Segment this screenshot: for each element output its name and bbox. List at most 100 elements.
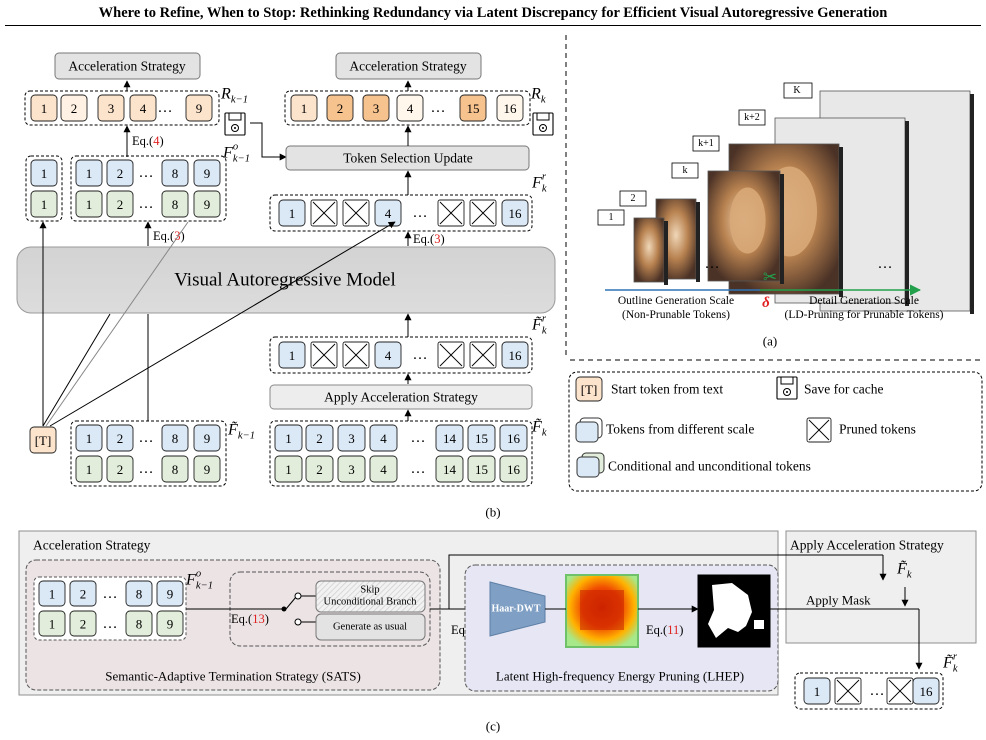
b-token-selection-update-label: Token Selection Update xyxy=(343,151,473,166)
b-fr-pruned-2-x1 xyxy=(344,201,368,225)
a-scale-frame-k-panel xyxy=(707,170,781,282)
paper-title: Where to Refine, When to Stop: Rethinkin… xyxy=(98,5,888,21)
c-ftr-cur-label-main: F̃ xyxy=(942,654,953,672)
legend-scale-back xyxy=(579,417,603,439)
legend-pruned-icon-box xyxy=(806,417,832,443)
a-scale-frame-k+1-tag-label: k+1 xyxy=(698,138,714,149)
b-cache-right-token-15-label: 15 xyxy=(467,101,480,116)
c-output-group xyxy=(794,672,944,710)
b-ftr-token-16-box xyxy=(501,341,529,369)
c-token-blue-1-box xyxy=(38,580,66,607)
b-cache-left-token-9-box xyxy=(185,94,213,122)
c-switch-arm-1 xyxy=(285,596,297,610)
b-ft-cur-ellipsis-1: … xyxy=(411,430,426,446)
b-ft-prev-green-2-label: 2 xyxy=(117,462,124,477)
b-ftr-pruned-1-x2 xyxy=(312,343,336,367)
b-ft-cur-blue-14-box xyxy=(435,424,464,452)
b-ft-prev-green-2-box xyxy=(106,455,134,483)
b-ft-cur-green-2-box xyxy=(305,455,334,483)
legend-scale-front xyxy=(575,421,599,443)
b-ft-prev-blue-1-label: 1 xyxy=(86,431,93,446)
b-ft-cur-blue-16-box xyxy=(499,424,528,452)
b-cache-right-token-4-box xyxy=(396,94,424,122)
legend-cond-front xyxy=(576,456,600,478)
b-cache-left-ellipsis: … xyxy=(158,100,173,116)
b-ft-prev-blue-2-box xyxy=(106,424,134,452)
c-out-token-1-box xyxy=(803,677,831,705)
b-ft-prev-green-9-label: 9 xyxy=(204,462,211,477)
a-scale-frame-k+2-tag-box xyxy=(738,109,766,126)
a-scale-frame-1: 1 xyxy=(597,209,668,285)
b-ftr-pruned-2-x1 xyxy=(344,343,368,367)
b-fo-prev-blue-2-box xyxy=(106,159,134,187)
b-fo-prev-blue-8-label: 8 xyxy=(172,166,179,181)
b-fr-token-4-label: 4 xyxy=(385,206,392,221)
b-fr-pruned-4-x1 xyxy=(471,201,495,225)
c-haar-label: Haar-DWT xyxy=(491,604,540,615)
b-ft-cur-blue-2-label: 2 xyxy=(316,431,323,446)
b-fr-pruned-2-box xyxy=(342,199,370,227)
b-fo-prev-blue-8-box xyxy=(161,159,189,187)
b-ft-prev-green-9-box xyxy=(193,455,221,483)
b-ft-cur-ellipsis-2: … xyxy=(411,461,426,477)
b-visual-autoregressive-model-label: Visual Autoregressive Model xyxy=(174,270,396,291)
c-apply-accel-panel xyxy=(785,530,977,644)
b-ft-cur-blue-16-label: 16 xyxy=(507,431,521,446)
legend-save-icon-body xyxy=(776,376,798,400)
legend-start-token-box-label: [T] xyxy=(581,382,598,397)
legend-pruned-label: Pruned tokens xyxy=(839,422,916,437)
b-ftr-pruned-3-box xyxy=(437,341,465,369)
b-save-icon-right-shutter xyxy=(536,112,550,121)
c-token-blue-2-label: 2 xyxy=(80,587,87,602)
b-cache-right-token-1-label: 1 xyxy=(301,101,308,116)
b-fo-prev-green-8-box xyxy=(161,190,189,218)
a-scale-frame-k+1-cat xyxy=(762,166,817,257)
b-fo-prev-blue-1-label: 1 xyxy=(86,166,93,181)
b-cache-right-token-16-box xyxy=(496,94,524,122)
c-token-blue-1-label: 1 xyxy=(49,587,56,602)
b-save-icon-right-hub xyxy=(542,127,544,129)
b-ft-prev-green-1-label: 1 xyxy=(86,462,93,477)
b-fo-prev-green-9-label: 9 xyxy=(204,197,211,212)
legend-save-label: Save for cache xyxy=(804,382,883,397)
b-ft-cur-blue-4-box xyxy=(369,424,398,452)
b-fo-prev-ellipsis-1: … xyxy=(139,165,154,181)
a-scale-frame-k-tag-box xyxy=(671,162,699,179)
b-line-t-to-fr xyxy=(49,221,396,427)
a-scale-frame-k+1-tag-box xyxy=(692,135,720,152)
b-save-icon-right-body xyxy=(532,112,554,136)
b-fr-ellipsis: … xyxy=(413,205,428,221)
b-fr-pruned-2-x2 xyxy=(344,201,368,225)
b-ft-cur-green-14-label: 14 xyxy=(443,462,457,477)
c-token-green-8-label: 8 xyxy=(136,617,143,632)
c-ft-cur-label-main: F̃ xyxy=(896,560,907,578)
b-cache-left-token-3-label: 3 xyxy=(108,101,115,116)
c-sats-box xyxy=(25,559,441,691)
b-accel-strategy-right-label: Acceleration Strategy xyxy=(349,59,467,74)
legend-cond-label: Conditional and unconditional tokens xyxy=(608,459,811,474)
b-ftr-token-16-label: 16 xyxy=(509,348,523,363)
c-tokens-group xyxy=(33,576,187,641)
c-out-pruned-1-box xyxy=(834,677,862,705)
c-heatmap xyxy=(565,574,639,648)
a-scale-frame-k+2: k+2 xyxy=(738,109,909,306)
b-ftr-token-4-box xyxy=(374,341,402,369)
b-fr-token-16-box xyxy=(501,199,529,227)
c-ftr-cur-label-sup: r xyxy=(953,652,958,663)
b-ft-cur-blue-1-box xyxy=(274,424,303,452)
c-out-pruned-1-x2 xyxy=(836,679,860,703)
b-ft-cur-green-3-box xyxy=(337,455,366,483)
legend-cond-back xyxy=(581,452,605,474)
a-delta: δ xyxy=(762,295,770,311)
b-line-t-to-fo xyxy=(45,221,189,427)
b-save-icon-left-shutter xyxy=(228,112,242,121)
c-mask-white-region xyxy=(708,583,752,638)
c-lhep-label: Latent High-frequency Energy Pruning (LH… xyxy=(496,669,744,684)
b-ftr-cur-label-sup: r xyxy=(542,314,547,325)
b-fr-pruned-3-x2 xyxy=(439,201,463,225)
a-ellipsis-1: … xyxy=(705,256,720,272)
c-eq4: Eq.(4) xyxy=(451,623,483,637)
b-start-token-box xyxy=(29,426,57,454)
legend-save-icon-shutter xyxy=(780,376,794,385)
b-ft-prev-blue-9-box xyxy=(193,424,221,452)
